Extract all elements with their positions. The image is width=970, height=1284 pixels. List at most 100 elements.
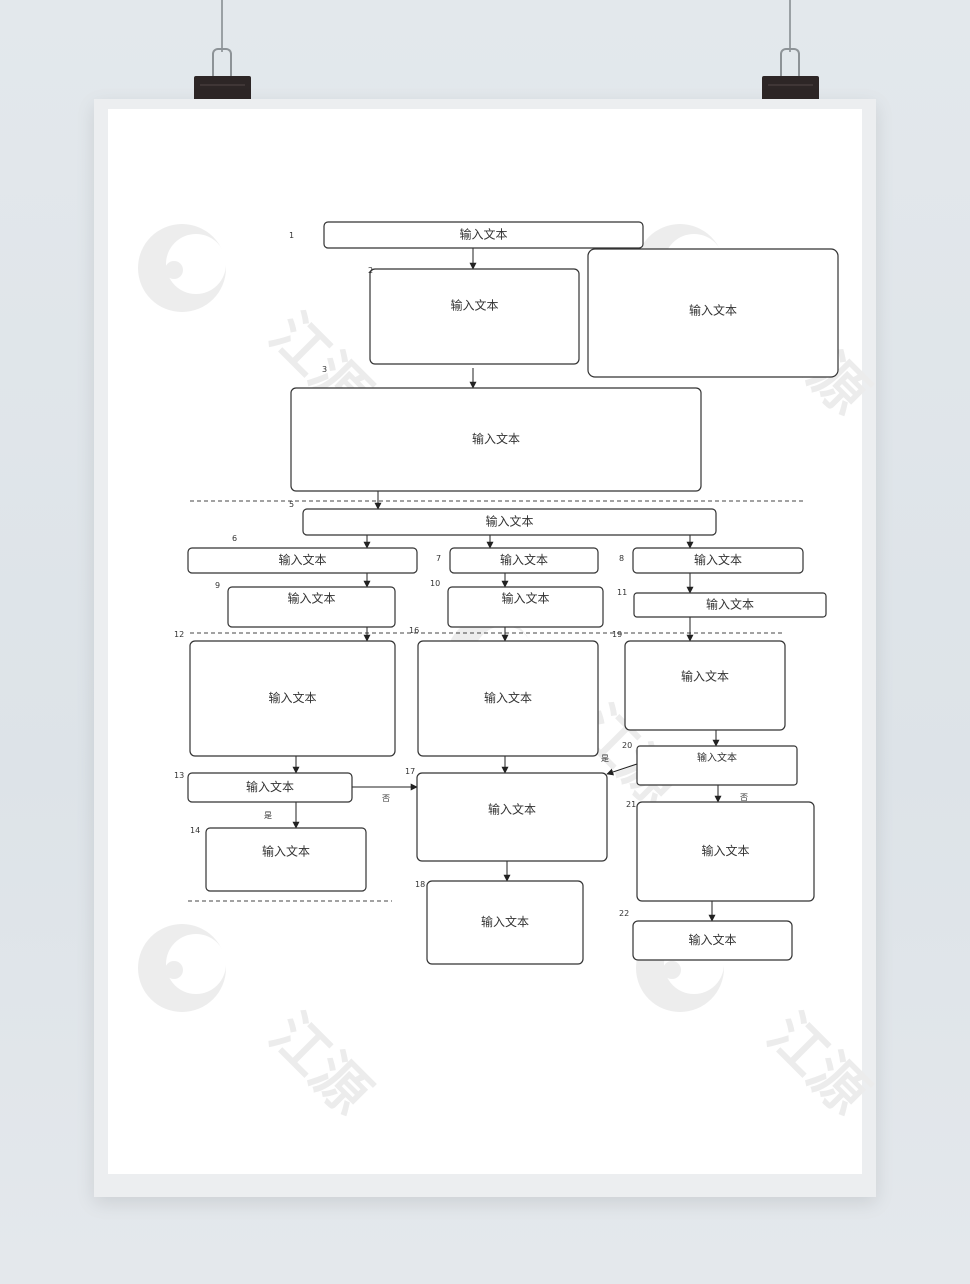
- flow-node-number: 1: [289, 231, 294, 240]
- flow-node-box: [447, 586, 604, 628]
- flow-node-n17: 输入文本 17: [405, 767, 608, 862]
- flow-node-number: 5: [289, 500, 294, 509]
- hanging-wire-left: [221, 0, 223, 52]
- hanging-wire-right: [789, 0, 791, 52]
- flow-node-n11: 输入文本 11: [617, 588, 827, 618]
- flow-node-n2: 输入文本 2: [368, 266, 580, 365]
- watermark-text: 江源: [755, 1002, 880, 1127]
- flow-node-number: 13: [174, 771, 184, 780]
- flow-node-label: 输入文本: [500, 552, 548, 567]
- edge-label-yes-13-14: 是: [264, 811, 272, 820]
- flow-node-n21: 输入文本 21: [626, 800, 815, 902]
- flow-node-n18: 输入文本 18: [415, 880, 584, 965]
- flow-node-label: 输入文本: [268, 690, 316, 705]
- flow-node-n22: 输入文本 22: [619, 909, 793, 961]
- flow-node-label: 输入文本: [278, 552, 326, 567]
- edge-label-yes-20-17: 是: [601, 754, 609, 763]
- flow-node-number: 6: [232, 534, 237, 543]
- flow-node-n1: 输入文本 1: [289, 221, 644, 249]
- flow-node-label: 输入文本: [688, 932, 736, 947]
- flow-node-box: [624, 640, 786, 731]
- flow-node-label: 输入文本: [488, 802, 536, 817]
- flow-node-n19: 输入文本 19: [612, 630, 786, 731]
- flow-node-label: 输入文本: [246, 779, 294, 794]
- flow-node-label: 输入文本: [459, 227, 507, 242]
- flow-node-n16: 输入文本 16: [409, 626, 599, 757]
- flow-node-number: 8: [619, 554, 624, 563]
- flow-node-box: [417, 640, 599, 757]
- flow-node-box: [636, 801, 815, 902]
- clip-wire-right: [780, 48, 800, 80]
- flow-node-number: 21: [626, 800, 636, 809]
- flow-node-number: 2: [368, 266, 373, 275]
- flow-node-box: [636, 745, 798, 786]
- flow-node-number: 22: [619, 909, 629, 918]
- edge-label-no-13-17: 否: [382, 794, 390, 803]
- flow-node-label: 输入文本: [262, 844, 310, 859]
- flow-node-label: 输入文本: [694, 552, 742, 567]
- flow-node-n13: 输入文本 13: [174, 771, 353, 803]
- watermark-text: 江源: [257, 1002, 382, 1127]
- flow-node-number: 9: [215, 581, 220, 590]
- flow-node-number: 18: [415, 880, 425, 889]
- flow-node-label: 输入文本: [689, 303, 737, 318]
- flow-node-number: 17: [405, 767, 415, 776]
- flow-node-box: [290, 387, 702, 492]
- flow-node-box: [369, 268, 580, 365]
- flow-node-number: 3: [322, 365, 327, 374]
- flow-node-number: 11: [617, 588, 627, 597]
- flow-node-number: 10: [430, 579, 440, 588]
- edge-label-no-20-21: 否: [740, 793, 748, 802]
- flow-node-n3: 输入文本 3: [290, 365, 702, 492]
- crescent-logo-icon: [138, 924, 226, 1012]
- flow-node-n10: 输入文本 10: [430, 579, 604, 628]
- flow-node-label: 输入文本: [472, 431, 520, 446]
- flow-node-n6: 输入文本 6: [187, 534, 418, 574]
- flow-node-box: [323, 221, 644, 249]
- flow-node-n9: 输入文本 9: [215, 581, 396, 628]
- flow-node-box: [205, 827, 367, 892]
- flow-node-box: [426, 880, 584, 965]
- flow-node-n5: 输入文本 5: [289, 500, 717, 536]
- flow-node-box: [587, 248, 839, 378]
- flow-node-box: [187, 547, 418, 574]
- flow-node-label: 输入文本: [706, 597, 754, 612]
- flow-node-number: 16: [409, 626, 419, 635]
- flow-node-label: 输入文本: [701, 843, 749, 858]
- flow-node-label: 输入文本: [485, 514, 533, 529]
- flow-node-label: 输入文本: [481, 914, 529, 929]
- flow-node-n20: 输入文本 20: [622, 741, 798, 786]
- flow-node-n12: 输入文本 12: [174, 630, 396, 757]
- flow-node-label: 输入文本: [450, 298, 498, 313]
- flow-node-box: [632, 920, 793, 961]
- flow-node-label: 输入文本: [484, 690, 532, 705]
- flow-node-box: [189, 640, 396, 757]
- flow-node-box: [633, 592, 827, 618]
- flow-node-n8: 输入文本 8: [619, 547, 804, 574]
- flow-node-box: [187, 772, 353, 803]
- flow-node-label: 输入文本: [697, 751, 737, 764]
- flow-node-box: [302, 508, 717, 536]
- flowchart-edges: [292, 248, 722, 922]
- flow-node-label: 输入文本: [287, 591, 335, 606]
- flow-node-nside: 输入文本: [587, 248, 839, 378]
- flow-node-number: 20: [622, 741, 632, 750]
- flow-node-box: [227, 586, 396, 628]
- flow-node-n14: 输入文本 14: [190, 826, 367, 892]
- watermark: 江源: [138, 924, 382, 1127]
- crescent-logo-icon: [138, 224, 226, 312]
- flow-node-label: 输入文本: [681, 669, 729, 684]
- flow-node-number: 19: [612, 630, 622, 639]
- flow-node-box: [632, 547, 804, 574]
- flow-node-label: 输入文本: [501, 591, 549, 606]
- flow-node-number: 7: [436, 554, 441, 563]
- flow-node-n7: 输入文本 7: [436, 547, 599, 574]
- flow-node-number: 12: [174, 630, 184, 639]
- edge-20-17: [606, 763, 638, 776]
- flow-node-number: 14: [190, 826, 200, 835]
- flow-node-box: [416, 772, 608, 862]
- flow-node-box: [449, 547, 599, 574]
- clip-wire-left: [212, 48, 232, 80]
